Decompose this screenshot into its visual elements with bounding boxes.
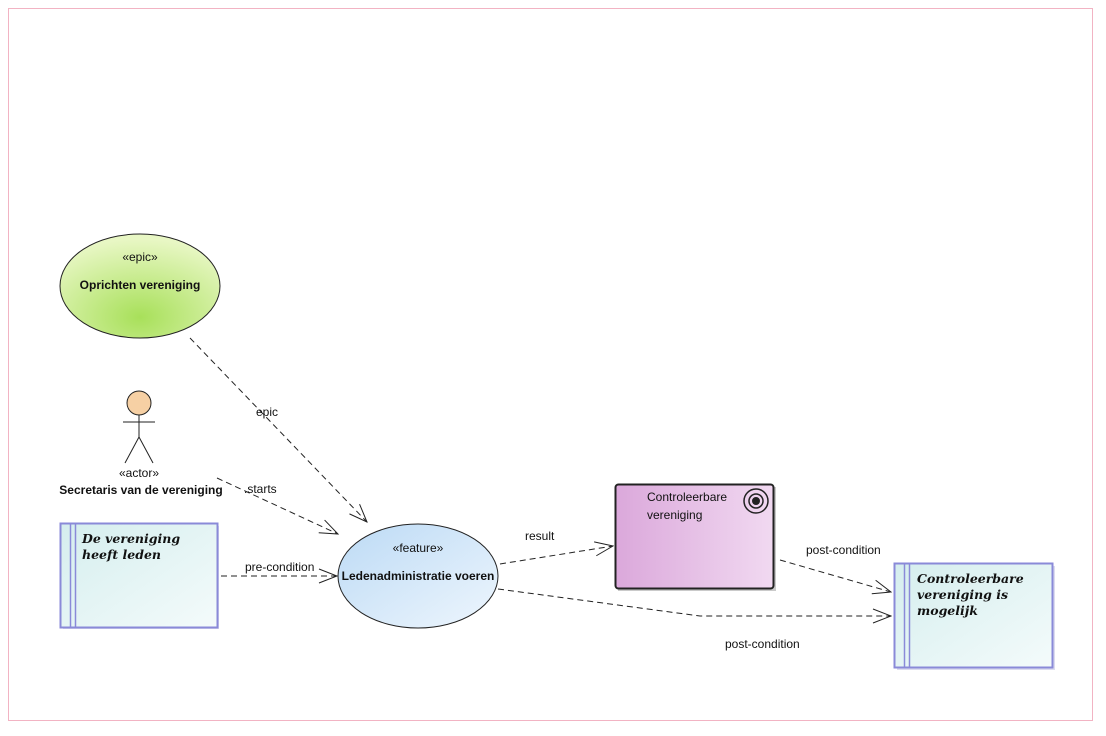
edge-post-condition-goal[interactable] bbox=[779, 559, 891, 592]
precondition-requirement-name: De vereniging heeft leden bbox=[82, 531, 181, 562]
feature-node[interactable] bbox=[337, 523, 499, 629]
feature-stereotype: «feature» bbox=[392, 541, 444, 555]
diagram-frame bbox=[8, 8, 1093, 721]
feature-name: Ledenadministratie voeren bbox=[341, 569, 495, 583]
edge-label-epic: epic bbox=[256, 405, 279, 419]
edge-label-starts: .starts bbox=[244, 482, 277, 496]
edge-epic[interactable] bbox=[189, 337, 367, 522]
edge-label-post-condition-feature: post-condition bbox=[725, 637, 800, 651]
goal-target-icon bbox=[743, 488, 769, 514]
precondition-requirement-node[interactable] bbox=[59, 522, 220, 630]
postcondition-requirement-node[interactable] bbox=[893, 562, 1056, 671]
edge-label-post-condition-goal: post-condition bbox=[806, 543, 881, 557]
actor-icon[interactable] bbox=[123, 390, 155, 464]
edge-post-condition-feature[interactable] bbox=[497, 588, 891, 616]
edge-starts[interactable] bbox=[216, 477, 338, 534]
postcondition-requirement-name: Controleerbare vereniging is mogelijk bbox=[917, 571, 1024, 618]
epic-stereotype: «epic» bbox=[122, 250, 158, 264]
epic-name: Oprichten vereniging bbox=[79, 278, 201, 292]
edge-label-result: result bbox=[525, 529, 555, 543]
edge-result[interactable] bbox=[499, 546, 613, 565]
goal-name: Controleerbare vereniging bbox=[647, 490, 728, 522]
actor-name: Secretaris van de vereniging bbox=[59, 483, 223, 497]
epic-node[interactable] bbox=[59, 233, 221, 339]
edge-label-pre-condition: pre-condition bbox=[245, 560, 315, 574]
actor-stereotype: «actor» bbox=[118, 466, 160, 480]
